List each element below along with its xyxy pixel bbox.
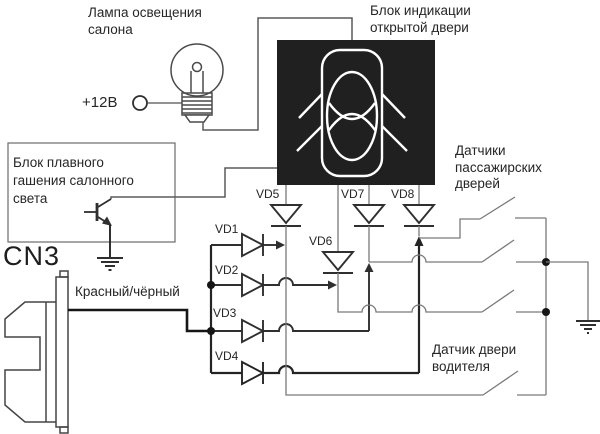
indicator-block bbox=[277, 40, 435, 185]
driver-sensor-label: Датчик двери водителя bbox=[432, 342, 517, 374]
driver-door-switch bbox=[482, 370, 546, 396]
lamp-label: Лампа освещения салона bbox=[88, 5, 202, 37]
diode-vd6-label: VD6 bbox=[309, 234, 333, 248]
passenger-door-switch-2 bbox=[481, 239, 546, 263]
transistor-icon bbox=[84, 198, 112, 226]
dimmer-block-box bbox=[7, 142, 176, 243]
wire-lamp-to-indicator bbox=[202, 17, 353, 131]
ground-tap-wire bbox=[546, 261, 589, 321]
cn3-connector-icon bbox=[4, 270, 69, 434]
diode-vd6-icon bbox=[320, 251, 356, 274]
car-open-doors-icon bbox=[296, 48, 408, 178]
passenger-door-switch-3 bbox=[481, 289, 546, 313]
junction-dot bbox=[542, 308, 550, 316]
wire-color-label: Красный/чёрный bbox=[75, 284, 180, 299]
junction-dot bbox=[207, 327, 215, 335]
diode-vd7-label: VD7 bbox=[341, 187, 365, 201]
diode-vd4-label: VD4 bbox=[215, 349, 239, 363]
sensor-node-wires bbox=[285, 218, 483, 396]
diode-vd8-label: VD8 bbox=[391, 187, 415, 201]
supply-label: +12В bbox=[82, 94, 118, 111]
cn3-wire bbox=[68, 308, 209, 333]
cabin-lamp-icon bbox=[170, 43, 224, 123]
dimmer-ground-icon bbox=[97, 225, 123, 271]
diode-vd2 bbox=[211, 272, 337, 298]
diode-vd2-label: VD2 bbox=[215, 263, 239, 277]
dimmer-block-label: Блок плавного гашения салонного света bbox=[13, 155, 134, 206]
diode-vd7-icon bbox=[351, 204, 387, 227]
diode-vd5-label: VD5 bbox=[256, 187, 280, 201]
indicator-column-wires bbox=[285, 185, 420, 252]
wire-dimmer-to-indicator bbox=[110, 167, 277, 199]
indicator-block-label: Блок индикации открытой двери bbox=[370, 3, 471, 35]
diode-vd8-icon bbox=[401, 204, 437, 227]
junction-dot bbox=[207, 281, 215, 289]
diode-vd1-label: VD1 bbox=[215, 222, 239, 236]
supply-terminal bbox=[132, 95, 182, 111]
diode-vd5-icon bbox=[268, 204, 304, 227]
diode-vd1 bbox=[211, 232, 285, 258]
diode-vd3-label: VD3 bbox=[213, 306, 237, 320]
passenger-sensors-label: Датчики пассажирских дверей bbox=[455, 143, 542, 191]
connector-label: CN3 bbox=[3, 241, 61, 271]
diode-vd4 bbox=[211, 236, 424, 386]
passenger-door-switch-1 bbox=[479, 196, 546, 220]
sensors-ground-icon bbox=[576, 320, 600, 334]
